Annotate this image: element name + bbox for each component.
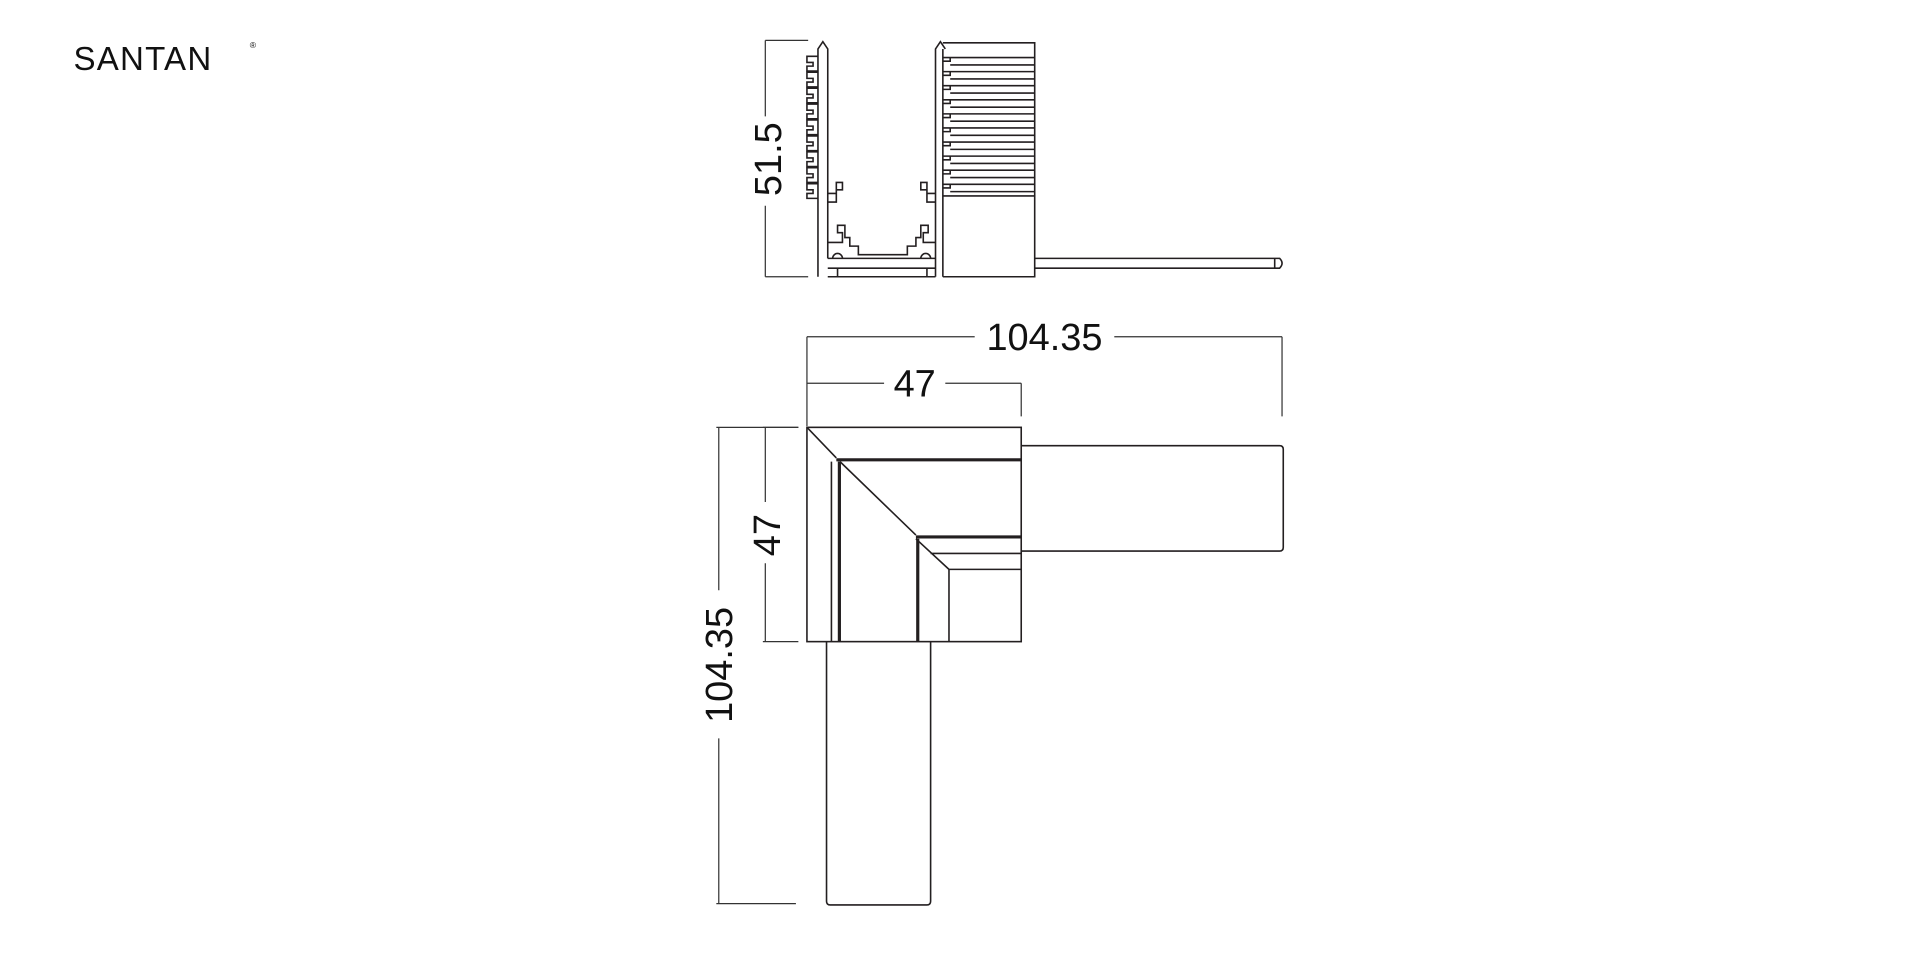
- cooling-fin: [806, 135, 818, 152]
- corner-inner-edges: [836, 458, 1022, 642]
- heatsink-fin: [942, 84, 1035, 94]
- left-wall: [817, 40, 829, 277]
- inner-width-label: 47: [894, 364, 936, 406]
- channel-floor: [827, 224, 936, 256]
- heatsink-fin: [942, 99, 1035, 108]
- heatsink-fin: [942, 169, 1035, 179]
- cooling-fin: [806, 182, 818, 200]
- cooling-fin: [806, 166, 818, 184]
- right-profile-arm: [1021, 444, 1285, 552]
- corner-block-outline: [806, 426, 1023, 643]
- bottom-profile-arm: [825, 641, 932, 906]
- heatsink-fin: [942, 56, 1035, 66]
- lens-base: [827, 252, 936, 278]
- cooling-fin: [806, 71, 818, 88]
- overall-height-label: 104.35: [699, 607, 741, 723]
- heatsink-fin: [942, 113, 1035, 123]
- registered-mark: ®: [250, 40, 257, 50]
- logo-text: SANTAN: [73, 41, 212, 78]
- heatsink-fins: [942, 56, 1035, 193]
- right-wall: [934, 40, 946, 277]
- overall-width-dimension-line: [806, 336, 1283, 427]
- power-cable: [1034, 257, 1283, 269]
- heatsink-fin: [942, 70, 1035, 80]
- heatsink-fin: [942, 183, 1035, 193]
- overall-height-dimension-line: [716, 426, 799, 905]
- right-clip: [920, 181, 936, 203]
- heatsink-fin: [942, 141, 1035, 151]
- cooling-fin: [806, 119, 818, 136]
- cooling-fin: [806, 151, 818, 168]
- santan-logo: SANTAN ®: [73, 40, 256, 78]
- cooling-fin: [806, 103, 818, 120]
- inner-height-label: 47: [747, 514, 789, 556]
- inner-width-dimension-line: [806, 382, 1022, 417]
- heatsink-block: [942, 42, 1036, 278]
- corner-plan-view: 104.35 47 47 104.35: [699, 317, 1285, 906]
- heatsink-fin: [942, 155, 1035, 165]
- cooling-fin: [806, 55, 818, 72]
- corner-miter-lines: [806, 426, 1022, 642]
- overall-width-label: 104.35: [986, 317, 1102, 359]
- height-dimension-line: [764, 39, 809, 278]
- height-dimension-label: 51.5: [748, 122, 790, 196]
- profile-cross-section: 51.5: [748, 39, 1283, 278]
- cooling-fin: [806, 87, 818, 104]
- left-clip: [827, 181, 844, 203]
- left-cooling-fins: [806, 55, 818, 200]
- heatsink-fin: [942, 127, 1035, 137]
